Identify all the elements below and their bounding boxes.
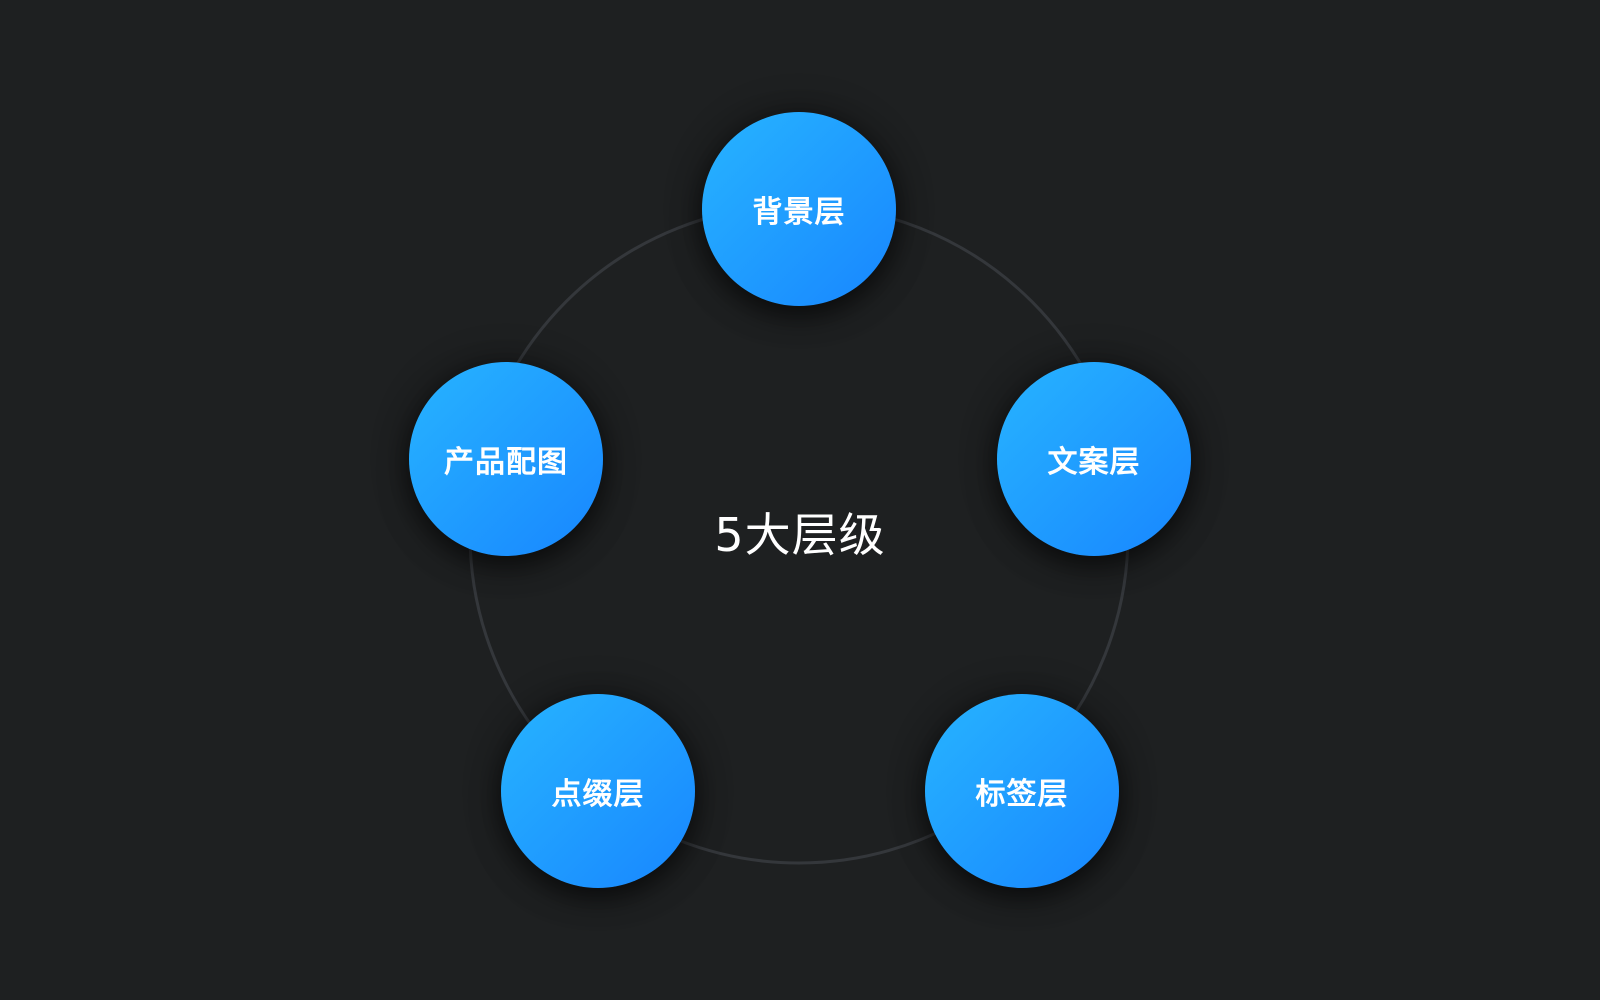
layer-node-copy: 文案层 bbox=[997, 362, 1191, 556]
layer-node-label: 背景层 bbox=[752, 195, 846, 230]
layer-node-background: 背景层 bbox=[702, 112, 896, 306]
layer-node-decoration: 点缀层 bbox=[501, 694, 695, 888]
layer-node-label: 点缀层 bbox=[551, 777, 645, 812]
layer-node-label: 标签层 bbox=[975, 777, 1069, 812]
layer-node-product-image: 产品配图 bbox=[409, 362, 603, 556]
layer-node-label: 文案层 bbox=[1047, 445, 1141, 480]
diagram-title: 5大层级 bbox=[714, 508, 886, 562]
layer-node-tag: 标签层 bbox=[925, 694, 1119, 888]
layer-node-label: 产品配图 bbox=[444, 445, 568, 480]
